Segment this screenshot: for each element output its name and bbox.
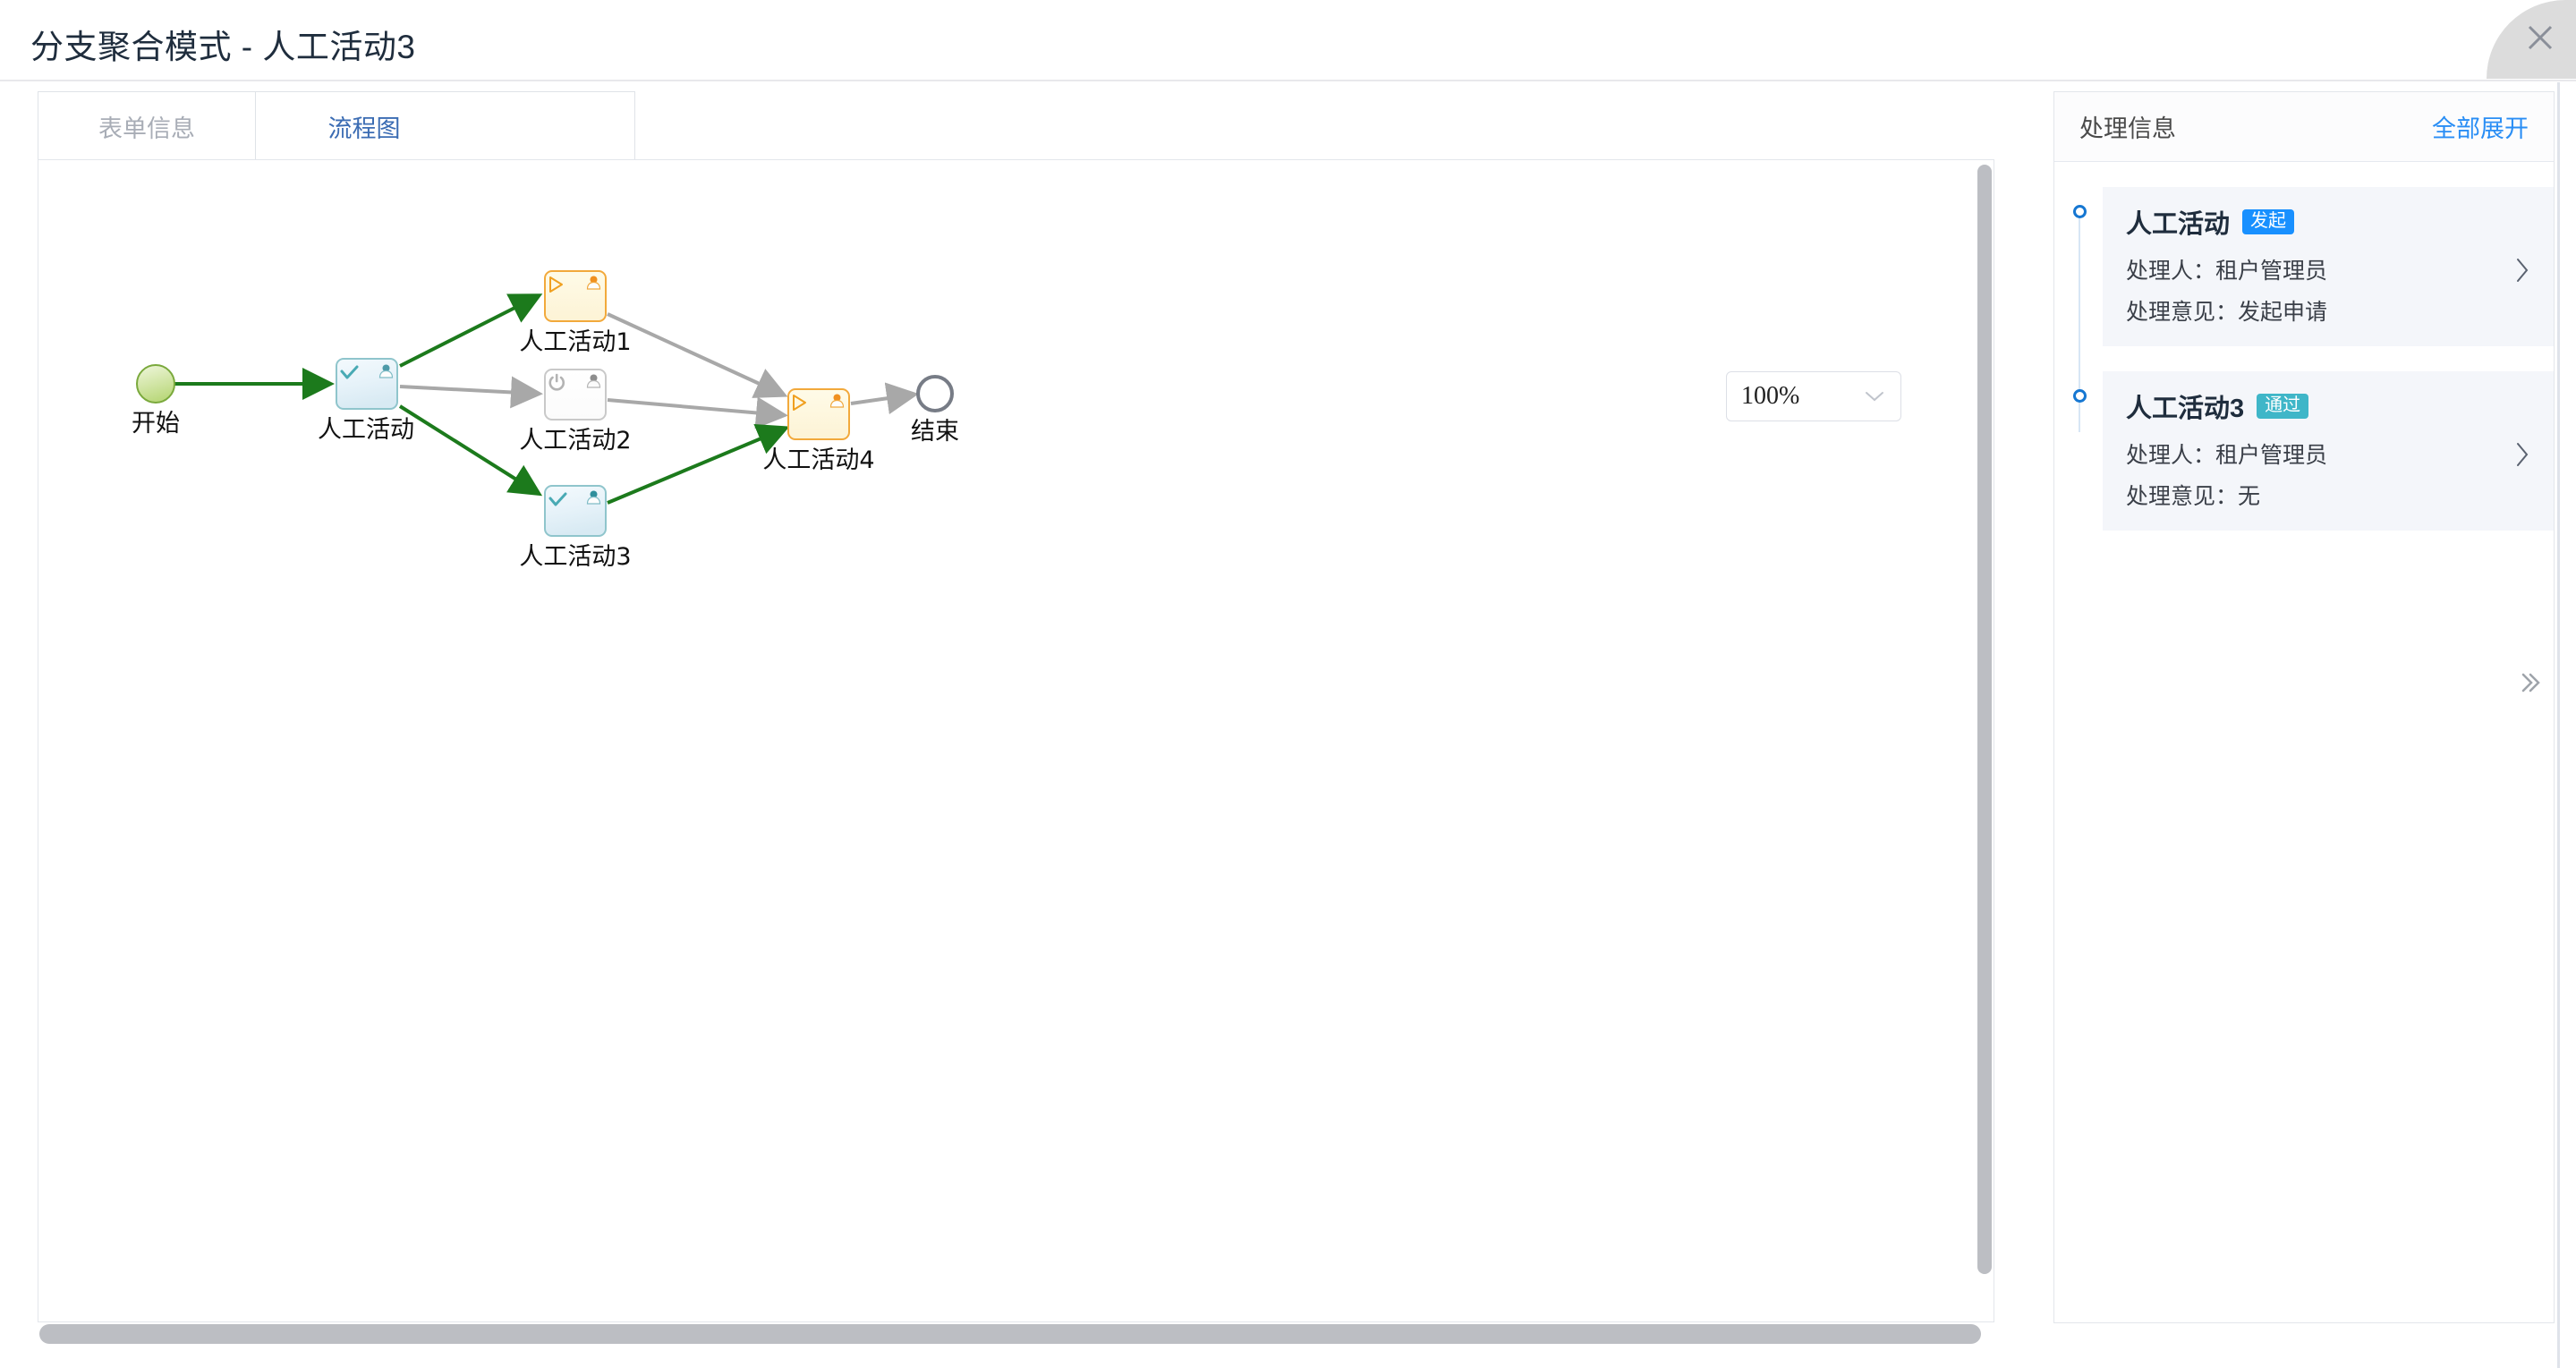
edge-task0-to-task2 [399, 376, 543, 409]
process-comment: 处理意见：发起申请 [2126, 294, 2530, 327]
flowchart-canvas[interactable]: 开始 人工活动 人工活动1 人工活动2 人工活动3 人工活动4 结束 100% [38, 159, 1994, 1322]
expand-all-button[interactable]: 全部展开 [2432, 115, 2529, 142]
tab-flow-chart-label: 流程图 [327, 115, 401, 142]
user-icon [378, 364, 394, 378]
process-step-name: 人工活动3 [2126, 395, 2245, 423]
panel-header: 处理信息 全部展开 [2054, 92, 2554, 162]
process-comment-value: 发起申请 [2238, 300, 2328, 325]
user-icon [829, 394, 845, 408]
process-info-panel: 处理信息 全部展开 人工活动 发起 处理人：租户管理员 处理意见：发起申请 [2053, 91, 2555, 1323]
process-handler-value: 租户管理员 [2215, 259, 2328, 284]
close-button[interactable] [2487, 0, 2576, 79]
zoom-level-select[interactable]: 100% [1726, 371, 1901, 421]
node-task4-label: 人工活动4 [762, 446, 875, 474]
node-task1-label: 人工活动1 [519, 328, 632, 356]
play-icon [549, 276, 563, 293]
user-icon [586, 490, 601, 505]
zoom-level-value: 100% [1741, 382, 1800, 410]
collapse-panel-button[interactable] [2512, 662, 2548, 703]
process-handler: 处理人：租户管理员 [2126, 438, 2530, 470]
node-task0-label: 人工活动 [318, 416, 414, 444]
double-chevron-right-icon [2521, 673, 2540, 692]
horizontal-scrollbar-track [38, 1324, 1994, 1351]
timeline-dot-icon [2073, 389, 2087, 403]
node-start[interactable] [136, 364, 175, 404]
flowchart-graphics [136, 270, 954, 537]
edge-task4-to-end [850, 382, 919, 415]
tab-flow-chart[interactable]: 流程图 [255, 91, 473, 160]
process-timeline: 人工活动 发起 处理人：租户管理员 处理意见：发起申请 [2054, 162, 2554, 531]
horizontal-scrollbar[interactable] [39, 1324, 1981, 1344]
process-handler-value: 租户管理员 [2215, 443, 2328, 468]
edge-task2-to-task4 [607, 396, 788, 429]
check-icon [340, 365, 359, 379]
node-task2[interactable] [544, 369, 607, 421]
node-task3[interactable] [544, 485, 607, 537]
process-comment-label: 处理意见： [2126, 300, 2239, 325]
user-icon [586, 276, 601, 290]
process-handler-label: 处理人： [2126, 443, 2216, 468]
status-badge: 通过 [2257, 394, 2309, 419]
vertical-scrollbar[interactable] [1977, 165, 1992, 1274]
tab-bar-spacer [472, 91, 635, 160]
edge-task0-to-task1 [399, 293, 543, 368]
edge-task3-to-task4 [607, 423, 790, 505]
timeline-connector [2079, 208, 2080, 432]
node-task3-label: 人工活动3 [519, 543, 632, 571]
process-step-name: 人工活动 [2126, 210, 2231, 239]
process-step-card[interactable]: 人工活动3 通过 处理人：租户管理员 处理意见：无 [2103, 371, 2554, 531]
chevron-right-icon[interactable] [2514, 441, 2530, 468]
process-step-card[interactable]: 人工活动 发起 处理人：租户管理员 处理意见：发起申请 [2103, 187, 2554, 346]
timeline-item: 人工活动 发起 处理人：租户管理员 处理意见：发起申请 [2054, 187, 2554, 346]
edge-task0-to-task3 [398, 404, 543, 497]
flowchart-inner: 开始 人工活动 人工活动1 人工活动2 人工活动3 人工活动4 结束 100% [38, 160, 1994, 1321]
process-comment: 处理意见：无 [2126, 479, 2530, 511]
user-icon [586, 374, 601, 388]
tab-bar: 表单信息 流程图 [38, 91, 635, 160]
panel-right-edge [2557, 82, 2560, 1368]
node-start-label: 开始 [132, 410, 180, 438]
tab-form-info-label: 表单信息 [98, 115, 195, 142]
node-task2-label: 人工活动2 [519, 427, 632, 455]
status-badge: 发起 [2242, 209, 2295, 234]
process-handler: 处理人：租户管理员 [2126, 253, 2530, 285]
timeline-dot-icon [2073, 205, 2087, 218]
process-handler-label: 处理人： [2126, 259, 2216, 284]
process-step-heading: 人工活动 发起 [2126, 203, 2530, 241]
process-comment-label: 处理意见： [2126, 484, 2239, 509]
power-icon [548, 373, 565, 391]
node-task1[interactable] [544, 270, 607, 322]
check-icon [548, 492, 567, 506]
node-task0[interactable] [336, 358, 398, 410]
chevron-right-icon[interactable] [2514, 257, 2530, 284]
close-icon [2528, 25, 2553, 50]
node-task4[interactable] [787, 388, 850, 440]
play-icon [793, 395, 806, 411]
node-end-label: 结束 [911, 418, 959, 446]
timeline-item: 人工活动3 通过 处理人：租户管理员 处理意见：无 [2054, 371, 2554, 531]
page-title: 分支聚合模式 - 人工活动3 [30, 29, 416, 65]
tab-form-info[interactable]: 表单信息 [38, 91, 256, 160]
process-comment-value: 无 [2238, 484, 2261, 509]
panel-title: 处理信息 [2079, 115, 2176, 142]
process-step-heading: 人工活动3 通过 [2126, 387, 2530, 425]
chevron-down-icon [1866, 392, 1883, 402]
dialog-header: 分支聚合模式 - 人工活动3 [0, 0, 2576, 81]
edge-task1-to-task4 [607, 312, 788, 398]
node-end[interactable] [916, 375, 954, 412]
